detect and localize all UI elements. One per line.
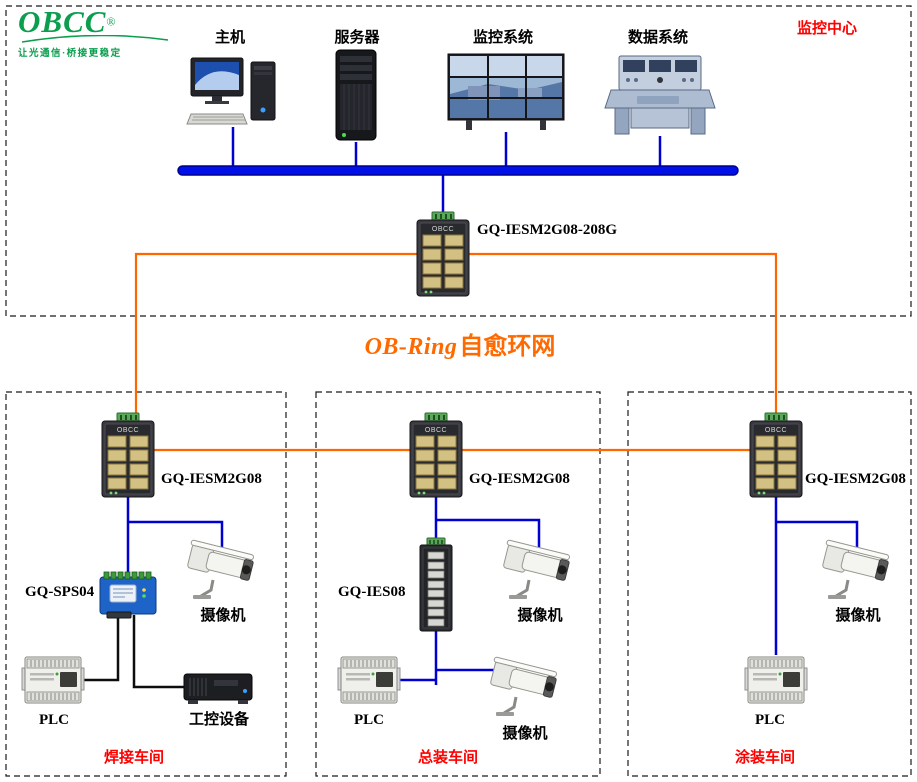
painting-plc-icon [744, 656, 808, 704]
core-switch-label: GQ-IESM2G08-208G [477, 222, 618, 238]
server-icon [335, 49, 377, 141]
ethernet-bus-bar [177, 165, 739, 176]
logo-brand-text: OBCC [18, 4, 107, 39]
welding-workshop-label: 焊接车间 [103, 750, 165, 766]
monitoring-center-label: 监控中心 [797, 21, 858, 37]
painting-camera-icon [818, 538, 892, 601]
core-switch-icon [416, 211, 470, 297]
welding-plc-icon [21, 656, 85, 704]
painting-workshop-label: 涂装车间 [734, 750, 796, 766]
serial-server-label: GQ-SPS04 [25, 584, 95, 600]
assembly-camera-bottom-label: 摄像机 [502, 726, 548, 742]
serial-server-icon [99, 571, 157, 619]
surveillance-system-label: 监控系统 [472, 30, 534, 46]
assembly-workshop-region [315, 391, 601, 777]
welding-switch-icon [101, 412, 155, 498]
data-system-label: 数据系统 [627, 30, 689, 46]
assembly-switch-icon [409, 412, 463, 498]
ring-links [134, 252, 778, 452]
video-wall-icon [447, 53, 565, 130]
ring-name-cn: 自愈环网 [459, 334, 556, 360]
host-label: 主机 [214, 30, 246, 46]
control-console-icon [604, 55, 716, 135]
industrial-pc-icon [183, 673, 253, 704]
painting-switch-icon [749, 412, 803, 498]
host-computer-icon [186, 57, 276, 125]
assembly-plc-label: PLC [354, 712, 384, 728]
obcc-logo: OBCC® 让光通信·桥接更稳定 [18, 6, 178, 59]
ring-network-label: OB-Ring自愈环网 [365, 334, 556, 362]
assembly-camera-top-icon [499, 538, 573, 601]
device-links [126, 127, 859, 685]
industrial-pc-label: 工控设备 [188, 712, 250, 728]
assembly-plc-icon [337, 656, 401, 704]
server-label: 服务器 [334, 30, 380, 46]
assembly-camera-bottom-icon [486, 655, 560, 718]
welding-camera-label: 摄像机 [200, 608, 246, 624]
assembly-workshop-label: 总装车间 [417, 750, 479, 766]
welding-switch-label: GQ-IESM2G08 [161, 471, 262, 487]
painting-switch-label: GQ-IESM2G08 [805, 471, 906, 487]
assembly-switch-label: GQ-IESM2G08 [469, 471, 570, 487]
logo-swoosh [21, 35, 169, 43]
ring-name-en: OB-Ring [364, 334, 458, 360]
painting-plc-label: PLC [755, 712, 785, 728]
serial-links [84, 615, 184, 689]
welding-workshop-region [5, 391, 287, 777]
logo-slogan: 让光通信·桥接更稳定 [18, 49, 122, 59]
welding-plc-label: PLC [39, 712, 69, 728]
monitoring-center-region [5, 5, 912, 317]
assembly-camera-top-label: 摄像机 [517, 608, 563, 624]
access-switch-label: GQ-IES08 [338, 584, 406, 600]
painting-workshop-region [627, 391, 912, 777]
welding-camera-icon [183, 538, 257, 601]
logo-registered-mark: ® [106, 14, 116, 29]
painting-camera-label: 摄像机 [835, 608, 881, 624]
assembly-access-switch-icon [419, 537, 453, 632]
